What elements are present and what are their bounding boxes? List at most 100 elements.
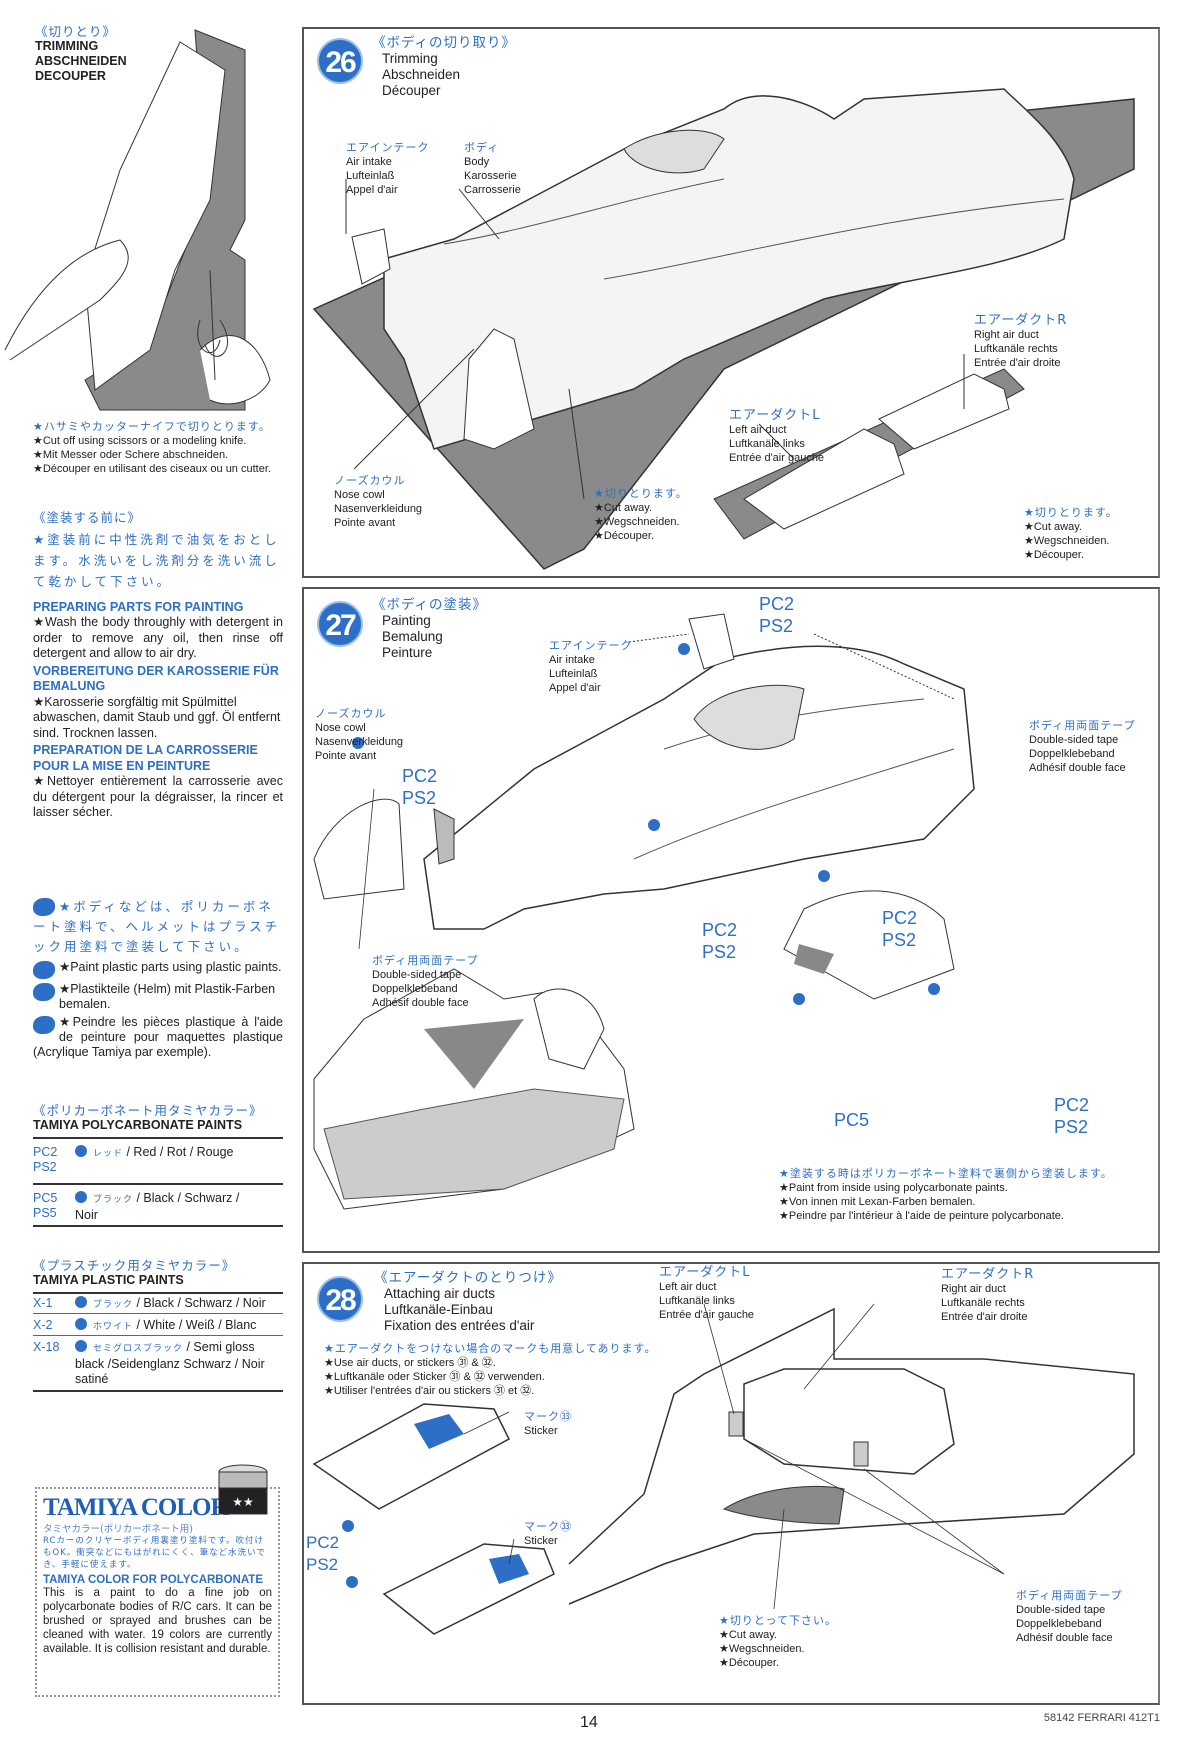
paint-drop-icon (75, 1145, 87, 1157)
paint-code: PS5 (33, 1206, 57, 1220)
label-jp: ボディ用両面テープ (1029, 719, 1136, 732)
paint-marker-icon (648, 819, 660, 831)
label-de: Lufteinlaß (549, 668, 598, 680)
sticker-33 (414, 1414, 464, 1449)
paint-name: / Black / Schwarz / Noir (133, 1296, 266, 1310)
trimming-note-fr: ★Découper en utilisant des ciseaux ou un… (33, 463, 271, 475)
paint-brush-icon (33, 961, 55, 979)
paint-code: PS2 (702, 942, 737, 962)
page-number: 14 (580, 1714, 598, 1731)
label-fr: Entrée d'air droite (974, 357, 1061, 369)
label-en: Nose cowl (315, 722, 366, 734)
paint-code: PS2 (759, 616, 794, 636)
plastic-note-en: ★Paint plastic parts using plastic paint… (59, 960, 282, 974)
label-jp: エアーダクトR (941, 1267, 1035, 1282)
step-28-illustration (312, 1303, 1135, 1635)
paint-code: PC2 (33, 1145, 58, 1159)
label-fr: Adhésif double face (1029, 762, 1126, 774)
body-shell (423, 645, 975, 930)
label-de: ★Wegschneiden. (1024, 535, 1110, 547)
sticker-label: マーク㉝ Sticker (524, 1520, 572, 1548)
paint-code: PS2 (33, 1160, 57, 1174)
trimming-notes: ★ハサミやカッターナイフで切りとります。 ★Cut off using scis… (33, 420, 283, 476)
step-title-en: Painting (382, 613, 431, 628)
spray-can-hand (533, 988, 605, 1070)
label-jp: エアインテーク (346, 141, 430, 154)
note-en: ★Use air ducts, or stickers ㉛ & ㉜. (324, 1357, 496, 1369)
cut-away-area (722, 1485, 845, 1525)
tape-strip (433, 808, 455, 865)
label-en: ★Cut away. (719, 1629, 777, 1641)
paint-marker-icon (346, 1576, 358, 1588)
paint-marker-icon (342, 1520, 354, 1532)
label-en: Double-sided tape (1029, 734, 1119, 746)
trimming-note-jp: ★ハサミやカッターナイフで切りとります。 (33, 420, 271, 433)
poly-paints-jp-title: 《ポリカーボネート用タミヤカラー》 (33, 1103, 263, 1118)
trimming-title-de: ABSCHNEIDEN (35, 54, 127, 68)
paint-code: PS2 (1054, 1117, 1089, 1137)
sticker-33 (489, 1554, 529, 1584)
poly-paints-title: TAMIYA POLYCARBONATE PAINTS (33, 1118, 243, 1132)
label-jp: ノーズカウル (315, 707, 387, 720)
step-number-badge: 26 (317, 38, 363, 84)
label-fr: Carrosserie (464, 184, 521, 196)
paint-code: PC2 (759, 594, 795, 614)
engine-black-area (794, 944, 834, 974)
air-intake-part (688, 613, 735, 670)
label-en: ★Cut away. (594, 502, 652, 514)
tape-label: ボディ用両面テープ Double-sided tape Doppelklebeb… (1016, 1589, 1123, 1645)
paint-callout: PC5 (834, 1109, 869, 1131)
spray-cone (424, 1019, 524, 1089)
trimming-section: 《切りとり》 TRIMMING ABSCHNEIDEN DECOUPER (35, 24, 290, 84)
preparing-en-heading: PREPARING PARTS FOR PAINTING (33, 599, 244, 614)
air-intake-label: エアインテーク Air intake Lufteinlaß Appel d'ai… (549, 639, 632, 695)
painting-notes: ★塗装する時はポリカーボネート塗料で裏側から塗装します。 ★Paint from… (779, 1167, 1113, 1223)
plastic-note-en-row: ★Paint plastic parts using plastic paint… (33, 960, 283, 979)
step-28-title: 《エアーダクトのとりつけ》 Attaching air ducts Luftka… (374, 1270, 562, 1334)
nose-cowl-part (463, 328, 535, 450)
label-fr: Adhésif double face (372, 997, 469, 1009)
paint-name: / Semi gloss black /Seidenglanz Schwarz … (75, 1340, 265, 1386)
label-fr: Adhésif double face (1016, 1632, 1113, 1644)
preparing-fr-heading: PREPARATION DE LA CARROSSERIE POUR LA MI… (33, 743, 258, 773)
label-jp: ノーズカウル (334, 474, 406, 487)
label-de: Doppelklebeband (372, 983, 458, 995)
step-jp-title: 《エアーダクトのとりつけ》 (374, 1270, 562, 1286)
label-fr: Entrée d'air droite (941, 1311, 1028, 1323)
left-air-duct-label: エアーダクトL Left air duct Luftkanäle links E… (729, 409, 824, 465)
step-number-badge: 27 (317, 601, 363, 647)
tamiya-color-text: This is a paint to do a fine job on poly… (43, 1587, 272, 1655)
body-shell (383, 88, 1075, 450)
note-fr: ★Utiliser l'entrées d'air ou stickers ㉛ … (324, 1385, 535, 1397)
paint-jp-name: ブラック (93, 1195, 134, 1205)
plastic-note-jp: ★ボディなどは、ポリカーボネート塗料で、ヘルメットはプラスチック用塗料で塗装して… (33, 899, 281, 954)
label-en: Double-sided tape (1016, 1604, 1106, 1616)
label-en: Right air duct (974, 329, 1039, 341)
tamiya-color-logo: TAMIYA COLOR (43, 1494, 229, 1521)
label-jp: ★切りとります。 (594, 487, 688, 500)
label-de: ★Wegschneiden. (719, 1643, 805, 1655)
hand-left (4, 239, 129, 361)
label-de: Doppelklebeband (1016, 1618, 1102, 1630)
paint-name: / White / Weiß / Blanc (133, 1318, 257, 1332)
trimming-note-de: ★Mit Messer oder Schere abschneiden. (33, 449, 229, 461)
cut-away-note: ★切りとります。 ★Cut away. ★Wegschneiden. ★Déco… (594, 487, 688, 543)
label-fr: Pointe avant (334, 517, 396, 529)
paint-code: X-1 (33, 1296, 53, 1310)
right-air-duct-label: エアーダクトR Right air duct Luftkanäle rechts… (941, 1268, 1034, 1324)
note-de: ★Von innen mit Lexan-Farben bemalen. (779, 1196, 976, 1208)
paint-name: / Black / Schwarz / Noir (75, 1191, 240, 1222)
body-label: ボディ Body Karosserie Carrosserie (464, 141, 521, 197)
step-title-fr: Découper (382, 83, 441, 98)
paint-marker-icon (928, 983, 940, 995)
right-air-duct-label: エアーダクトR Right air duct Luftkanäle rechts… (974, 314, 1067, 370)
label-jp: ★切りとって下さい。 (719, 1614, 837, 1627)
step-jp-title: 《ボディの切り取り》 (372, 35, 517, 51)
label-jp: マーク㉝ (524, 1520, 572, 1533)
step-jp-title: 《ボディの塗装》 (372, 597, 488, 613)
tape-label-left: ボディ用両面テープ Double-sided tape Doppelklebeb… (372, 954, 479, 1010)
trimming-jp-title: 《切りとり》 (35, 24, 117, 39)
label-de: Nasenverkleidung (334, 503, 423, 515)
paint-code: PC2 (882, 908, 918, 928)
